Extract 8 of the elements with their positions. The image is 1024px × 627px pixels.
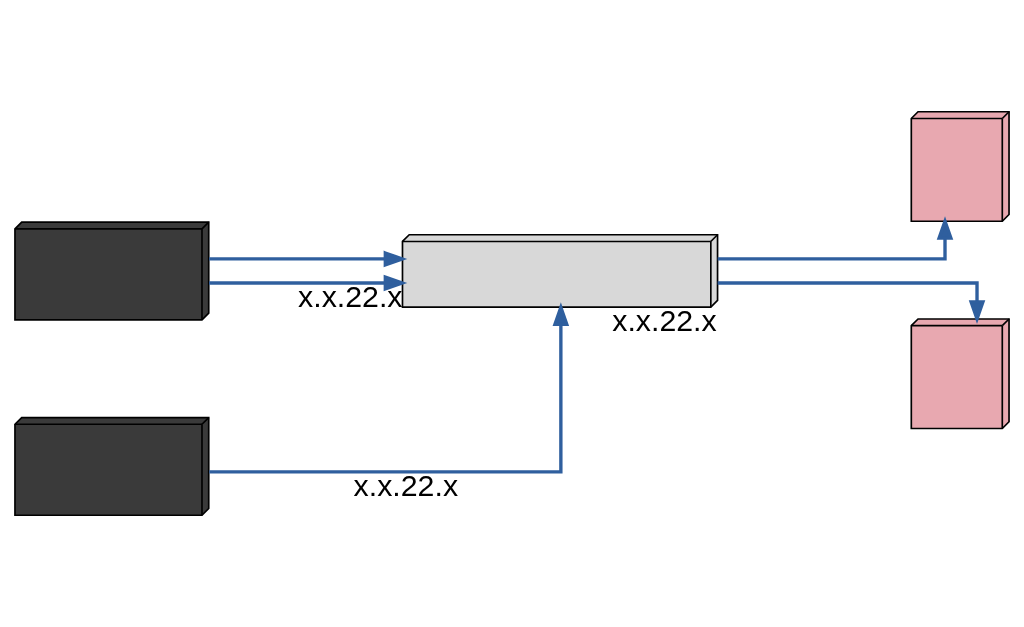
- arrow: [209, 302, 570, 474]
- node-label: x.x.22.x: [612, 304, 717, 338]
- edge-label: x.x.22.x: [298, 280, 403, 314]
- arrow: [717, 281, 986, 324]
- arrow: [209, 274, 408, 292]
- arrow: [717, 216, 954, 261]
- edge-label: x.x.22.x: [353, 469, 459, 503]
- arrow: [209, 250, 408, 268]
